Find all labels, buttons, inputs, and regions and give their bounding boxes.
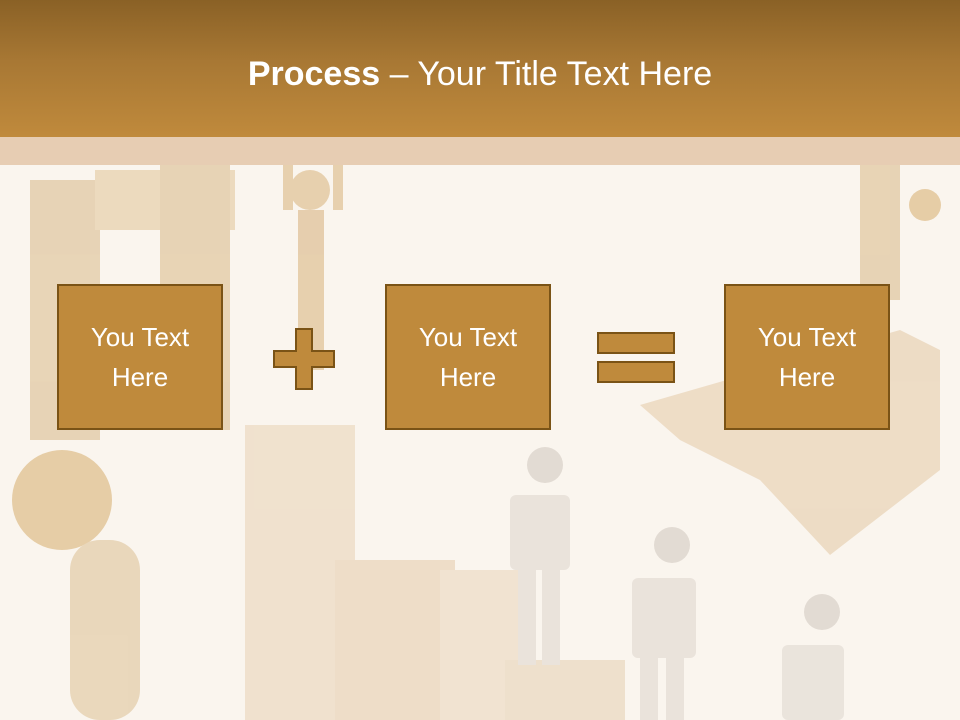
- process-box-3-text: You Text Here: [757, 322, 857, 392]
- process-box-2[interactable]: You Text Here: [385, 284, 551, 430]
- process-box-1-text: You Text Here: [90, 322, 190, 392]
- process-box-3[interactable]: You Text Here: [724, 284, 890, 430]
- equals-icon: [597, 332, 675, 383]
- slide-title: Process – Your Title Text Here: [0, 52, 960, 96]
- title-rest: – Your Title Text Here: [380, 55, 713, 93]
- title-underband: [0, 137, 960, 165]
- title-bold: Process: [247, 55, 381, 93]
- process-box-1[interactable]: You Text Here: [57, 284, 223, 430]
- title-bar: [0, 0, 960, 137]
- plus-icon: [273, 328, 335, 390]
- process-box-2-text: You Text Here: [418, 322, 518, 392]
